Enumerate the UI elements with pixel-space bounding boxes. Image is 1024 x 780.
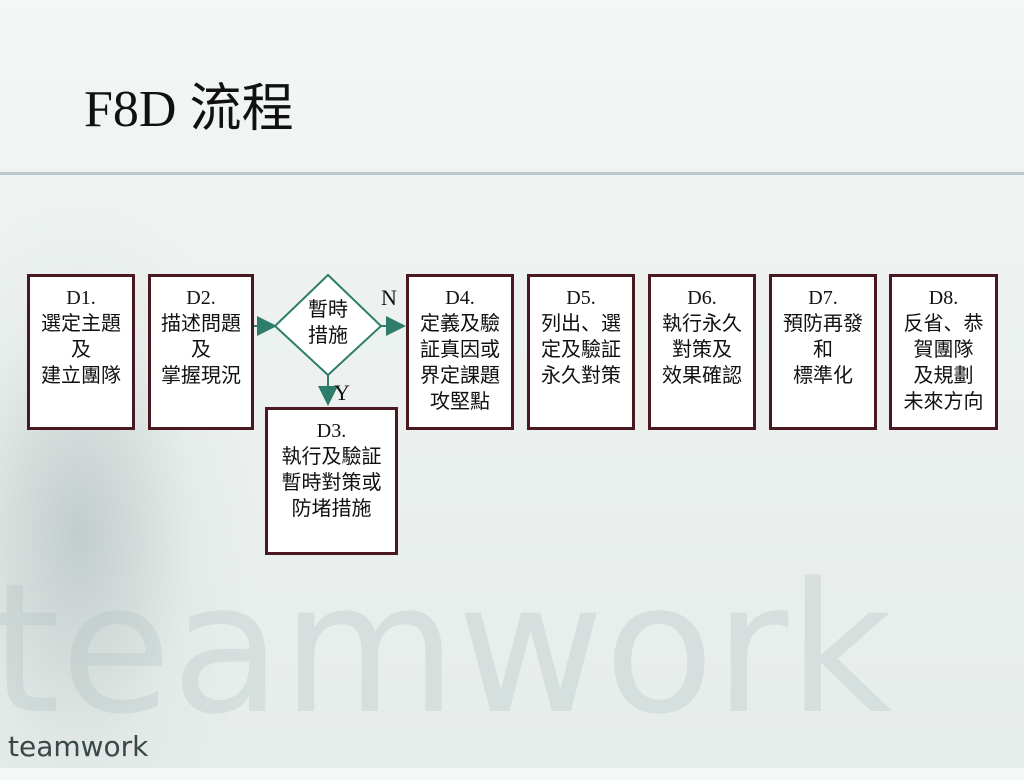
no-branch-label: N: [381, 285, 397, 310]
teamwork-watermark: teamwork: [0, 560, 893, 754]
teamwork-logo: teamwork: [8, 730, 149, 763]
step-d5-code: D5.: [566, 287, 596, 309]
step-d7-box: D7. 預防再發 和 標準化: [769, 274, 877, 430]
step-d6-box: D6. 執行永久 對策及 效果確認: [648, 274, 756, 430]
title-divider: [0, 172, 1024, 175]
step-d2-code: D2.: [186, 287, 216, 309]
step-d3-code: D3.: [316, 420, 347, 442]
yes-branch-label: Y: [334, 380, 350, 405]
slide-title: F8D 流程: [84, 81, 294, 138]
step-d6-code: D6.: [687, 287, 717, 309]
step-d4-code: D4.: [445, 287, 475, 309]
decision-label: 暫時 措施: [308, 299, 348, 347]
step-d4-box: D4. 定義及驗 証真因或 界定課題 攻堅點: [406, 274, 514, 430]
step-d7-code: D7.: [808, 287, 838, 309]
step-d5-box: D5. 列出、選 定及驗証 永久對策: [527, 274, 635, 430]
step-d3-box: D3. 執行及驗証 暫時對策或 防堵措施: [265, 407, 398, 555]
step-d1-box: D1. 選定主題 及 建立團隊: [27, 274, 135, 430]
step-d8-code: D8.: [928, 287, 959, 309]
step-d1-code: D1.: [66, 287, 96, 309]
step-d8-box: D8. 反省、恭 賀團隊 及規劃 未來方向: [889, 274, 998, 430]
step-d2-box: D2. 描述問題 及 掌握現況: [148, 274, 254, 430]
